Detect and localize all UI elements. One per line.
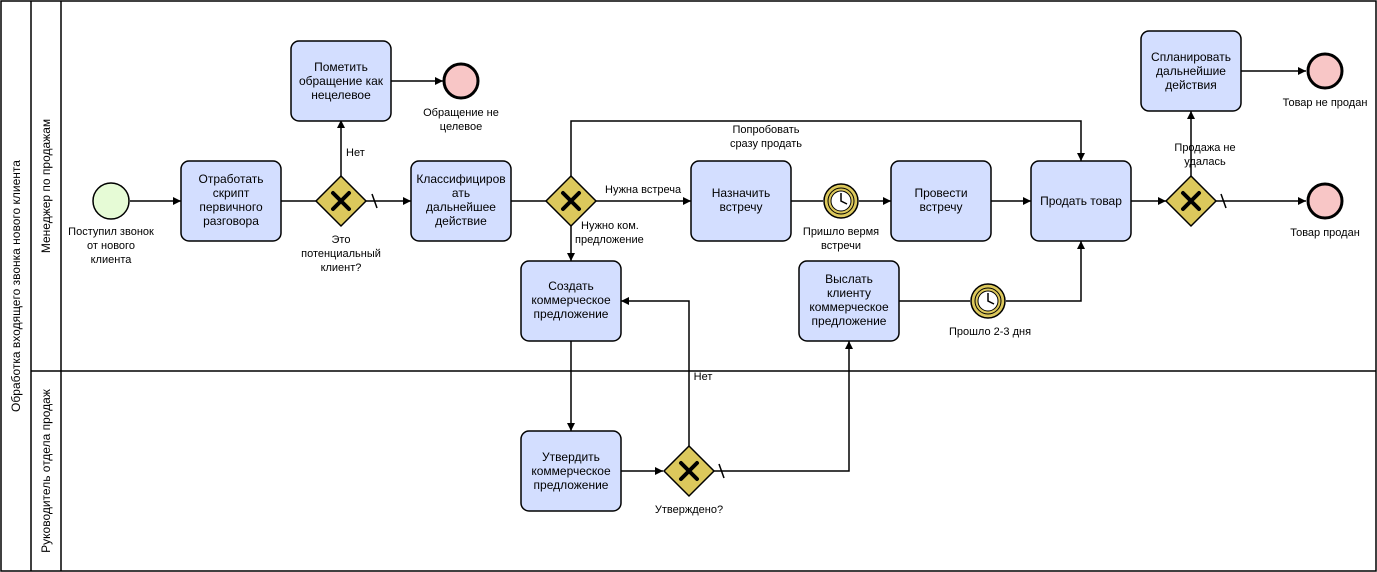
clock-icon	[987, 293, 995, 305]
task-plan-line-2: дальнейшие	[1156, 64, 1226, 78]
task-classify-line-1: Классифициров	[416, 172, 505, 186]
task-create-line-3: предложение	[534, 307, 609, 321]
timer-event-days: Прошло 2-3 дня	[949, 283, 1031, 338]
x-icon	[561, 191, 581, 211]
pool-title: Обработка входящего звонка нового клиент…	[9, 160, 23, 412]
task-send-line-1: Выслать	[825, 272, 873, 286]
task-send-line-2: клиенту	[827, 286, 871, 300]
end-nontarget-label-1: Обращение не	[423, 107, 499, 119]
flow-gateway-to-send	[714, 341, 853, 472]
task-plan-line-3: действия	[1165, 78, 1216, 92]
task-sell[interactable]: Продать товар	[1030, 160, 1132, 242]
task-schedule-meeting[interactable]: Назначить встречу	[690, 160, 792, 242]
timer-days-label: Прошло 2-3 дня	[949, 326, 1031, 338]
task-mark-line-1: Пометить	[314, 60, 368, 74]
lane-title-head: Руководитель отдела продаж	[39, 389, 53, 553]
lane-title-manager: Менеджер по продажам	[39, 119, 53, 253]
task-create-line-1: Создать	[548, 279, 594, 293]
flow-label-try-sell-1: Попробовать	[733, 124, 800, 136]
end-event-not-sold: Товар не продан	[1283, 52, 1368, 109]
task-approve-offer[interactable]: Утвердить коммерческое предложение	[520, 430, 622, 512]
gateway-approved[interactable]: Утверждено?	[655, 444, 723, 516]
task-script-line-1: Отработать	[199, 172, 264, 186]
start-event-label-1: Поступил звонок	[68, 226, 154, 238]
gateway-potential-label-2: потенциальный	[301, 248, 381, 260]
flow-gateway-no-to-create	[621, 297, 690, 446]
end-event-nontarget: Обращение не целевое	[423, 62, 499, 133]
flow-timer-to-sell	[1006, 241, 1085, 302]
gateway-sale[interactable]	[1164, 174, 1218, 228]
sequence-flows	[130, 67, 1306, 479]
task-mark-nontarget[interactable]: Пометить обращение как нецелевое	[290, 40, 392, 122]
start-event-label-3: клиента	[91, 254, 133, 266]
start-event-label-2: от нового	[87, 240, 135, 252]
task-classify-line-2: ать	[452, 186, 470, 200]
flow-label-no-potential: Нет	[346, 147, 365, 159]
task-approve-line-3: предложение	[534, 478, 609, 492]
task-send-line-4: предложение	[812, 314, 887, 328]
end-event-sold: Товар продан	[1290, 182, 1360, 239]
default-flow-mark-2	[1220, 193, 1227, 209]
task-approve-line-2: коммерческое	[531, 464, 611, 478]
gateway-approved-label: Утверждено?	[655, 504, 723, 516]
default-flow-mark-1	[371, 193, 378, 209]
gateway-potential[interactable]: Это потенциальный клиент?	[301, 174, 381, 274]
flow-label-not-approved: Нет	[694, 371, 713, 383]
flow-gateway-to-sell	[570, 120, 1085, 176]
gateway-potential-label-1: Это	[332, 234, 351, 246]
x-icon	[679, 461, 699, 481]
task-send-offer[interactable]: Выслать клиенту коммерческое предложение	[798, 260, 900, 342]
task-meet-line-1: Провести	[914, 186, 967, 200]
timer-meeting-label-2: встречи	[821, 240, 861, 252]
gateway-potential-label-3: клиент?	[321, 262, 362, 274]
task-meet-line-2: встречу	[920, 200, 963, 214]
flow-label-need-offer-2: предложение	[575, 234, 644, 246]
task-create-line-2: коммерческое	[531, 293, 611, 307]
flow-label-need-offer-1: Нужно ком.	[581, 220, 639, 232]
start-event: Поступил звонок от нового клиента	[68, 182, 154, 266]
task-script-line-4: разговора	[203, 214, 259, 228]
task-plan-line-1: Спланировать	[1151, 50, 1231, 64]
flow-label-need-meeting: Нужна встреча	[605, 184, 682, 196]
flow-labels: Нет Нужна встреча Нужно ком. предложение…	[346, 124, 1236, 383]
end-nontarget-label-2: целевое	[440, 121, 482, 133]
task-send-line-3: коммерческое	[809, 300, 889, 314]
flow-label-sale-failed-1: Продажа не	[1174, 142, 1235, 154]
task-classify[interactable]: Классифициров ать дальнейшее действие	[410, 160, 512, 242]
clock-icon	[840, 193, 848, 205]
task-classify-line-4: действие	[435, 214, 487, 228]
task-script-line-2: скрипт	[213, 186, 250, 200]
task-plan[interactable]: Спланировать дальнейшие действия	[1140, 30, 1242, 112]
flow-label-try-sell-2: сразу продать	[730, 138, 802, 150]
task-mark-line-3: нецелевое	[311, 88, 371, 102]
end-not-sold-label: Товар не продан	[1283, 97, 1368, 109]
task-approve-line-1: Утвердить	[542, 450, 600, 464]
flow-label-sale-failed-2: удалась	[1184, 156, 1226, 168]
default-flow-mark-3	[718, 463, 725, 479]
x-icon	[331, 191, 351, 211]
task-script-line-3: первичного	[199, 200, 263, 214]
task-mark-line-2: обращение как	[299, 74, 384, 88]
task-sell-line-1: Продать товар	[1040, 194, 1122, 208]
task-schedule-line-1: Назначить	[712, 186, 770, 200]
task-script[interactable]: Отработать скрипт первичного разговора	[180, 160, 282, 242]
task-schedule-line-2: встречу	[720, 200, 763, 214]
timer-event-meeting: Пришло вермя встречи	[803, 183, 879, 252]
task-classify-line-3: дальнейшее	[426, 200, 496, 214]
x-icon	[1181, 191, 1201, 211]
task-create-offer[interactable]: Создать коммерческое предложение	[520, 260, 622, 342]
task-hold-meeting[interactable]: Провести встречу	[890, 160, 992, 242]
end-sold-label: Товар продан	[1290, 227, 1360, 239]
gateway-classify[interactable]	[544, 174, 598, 228]
timer-meeting-label-1: Пришло вермя	[803, 226, 879, 238]
